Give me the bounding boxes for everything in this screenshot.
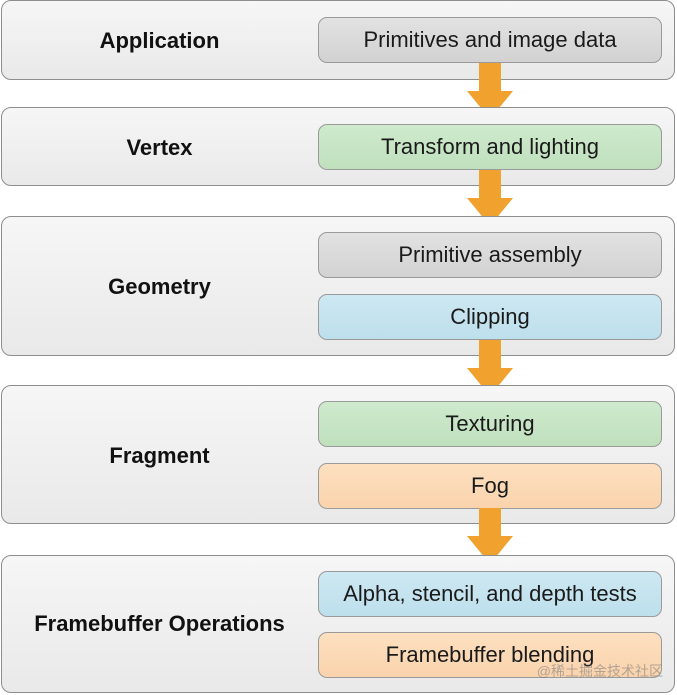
step-clipping: Clipping [318,294,662,340]
step-fog: Fog [318,463,662,509]
step-transform-and-lighting: Transform and lighting [318,124,662,170]
step-texturing: Texturing [318,401,662,447]
flow-arrow-icon [467,170,513,226]
stage-label: Fragment [109,443,210,468]
stage-label: Vertex [126,135,193,160]
watermark: @稀土掘金技术社区 [536,663,663,679]
step-primitives-and-image-data: Primitives and image data [318,17,662,63]
step-primitive-assembly: Primitive assembly [318,232,662,278]
stage-label: Application [99,28,220,53]
step-framebuffer-blending: Framebuffer blending [318,632,662,678]
flow-arrow-icon [467,340,513,396]
stage-label: Framebuffer Operations [34,611,285,636]
flow-arrow-icon [467,508,513,564]
step-alpha-stencil-depth-tests: Alpha, stencil, and depth tests [318,571,662,617]
stage-label: Geometry [108,274,211,299]
flow-arrow-icon [467,63,513,119]
